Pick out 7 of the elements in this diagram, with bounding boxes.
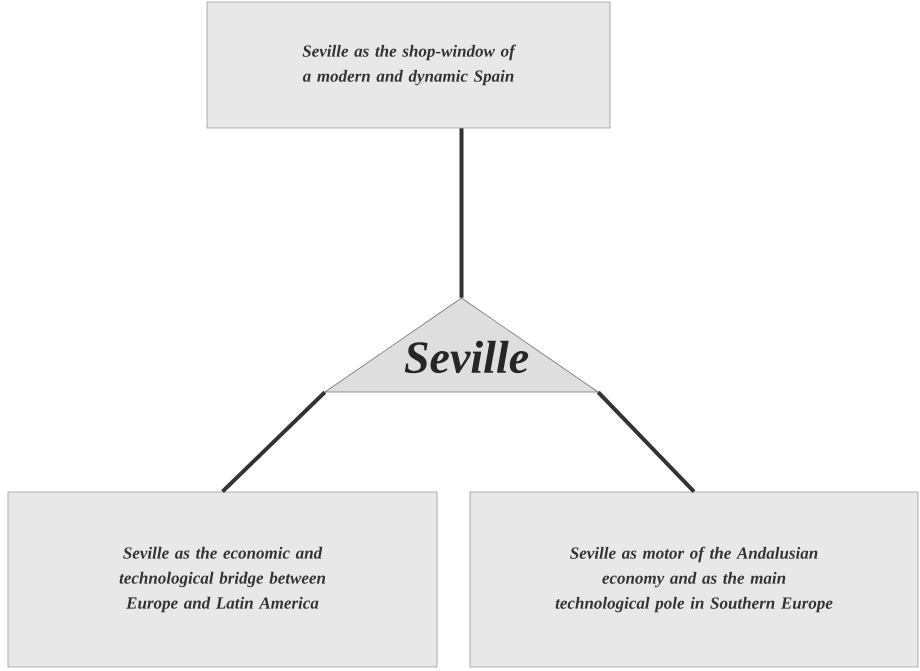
title-text: Seville bbox=[404, 340, 528, 374]
connector-line bbox=[460, 128, 464, 298]
connector-line bbox=[221, 390, 326, 494]
text-box: Seville as motor of the Andalusian economy and as the main technological pole in Southern Europe bbox=[470, 492, 918, 668]
text-box: Seville as the shop-window of a modern and dynamic Spain bbox=[206, 2, 610, 128]
connector-line bbox=[596, 390, 696, 493]
text-box: Seville as the economic and technological bridge between Europe and Latin America bbox=[8, 492, 438, 668]
